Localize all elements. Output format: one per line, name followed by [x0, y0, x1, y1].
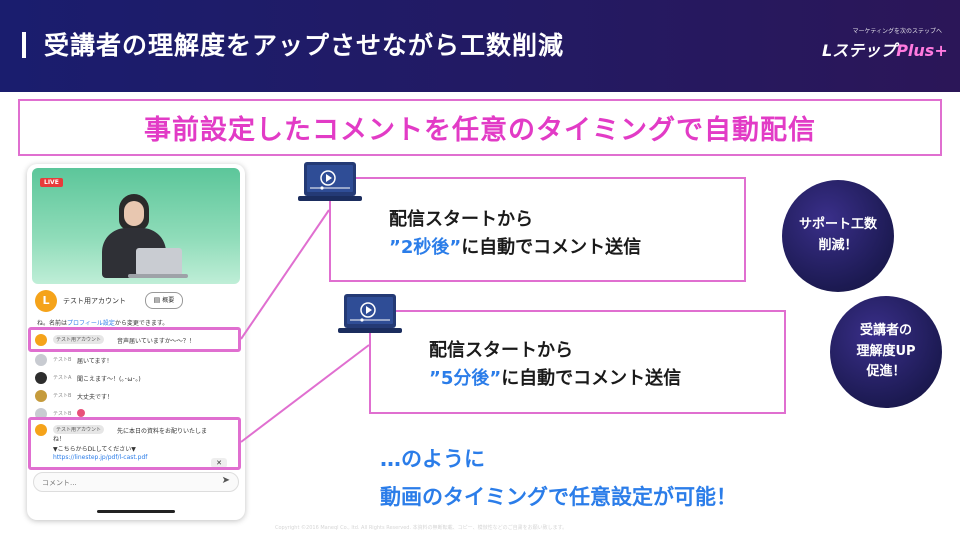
- callout-line2: ”5分後”に自動でコメント送信: [429, 364, 681, 390]
- commenter-avatar: [35, 334, 47, 346]
- commenter-name: テスト用アカウント: [53, 335, 105, 344]
- commenter-name: テストB: [53, 393, 72, 399]
- callout-line2: ”2秒後”に自動でコメント送信: [389, 233, 641, 259]
- summary-line1: …のように: [380, 447, 485, 471]
- commenter-name: テスト用アカウント: [53, 425, 105, 434]
- laptop-base: [128, 274, 188, 278]
- summary-text: …のように 動画のタイミングで任意設定が可能！: [380, 440, 737, 516]
- connector-line-2: [240, 344, 370, 443]
- close-icon[interactable]: ✕: [211, 458, 227, 468]
- document-icon: ▤: [153, 296, 161, 304]
- commenter-avatar: [35, 354, 47, 366]
- callout-timing: ”5分後”: [429, 368, 502, 389]
- live-badge: LIVE: [40, 178, 63, 187]
- overview-button[interactable]: ▤概要: [145, 292, 183, 309]
- account-avatar: L: [35, 290, 57, 312]
- scheduled-comment-line3: ▼こちらからDLしてください▼: [53, 446, 136, 453]
- callout-5min: 配信スタートから ”5分後”に自動でコメント送信: [369, 310, 786, 414]
- commenter-avatar: [35, 372, 47, 384]
- bubble-line1: 受講者の: [859, 322, 912, 338]
- benefit-bubble-support: サポート工数 削減！: [782, 180, 894, 292]
- profile-notice: ね。名前はプロフィール設定から変更できます。: [37, 318, 168, 327]
- emoji-sticker-icon: [77, 409, 85, 417]
- phone-mockup: LIVE L テスト用アカウント ▤概要 ね。名前はプロフィール設定から変更でき…: [27, 164, 245, 520]
- logo-plus: Plus+: [896, 41, 948, 60]
- profile-settings-link[interactable]: プロフィール設定: [67, 320, 115, 327]
- callout-line1: 配信スタートから: [389, 209, 533, 230]
- feature-banner: 事前設定したコメントを任意のタイミングで自動配信: [18, 99, 942, 156]
- send-icon[interactable]: ➤: [221, 475, 230, 486]
- copyright-notice: Copyright ©2016 Maneql Co., ltd. All Rig…: [275, 525, 568, 531]
- banner-text: 事前設定したコメントを任意のタイミングで自動配信: [144, 115, 816, 146]
- comment-text: 音声届いていますか〜〜？！: [117, 338, 195, 345]
- highlight-comment-2sec: [28, 327, 241, 352]
- comment-text: 届いてます！: [77, 358, 113, 365]
- comment-input-bar: ➤: [33, 472, 239, 492]
- video-player-icon: [338, 294, 402, 333]
- commenter-avatar: [35, 424, 47, 436]
- callout-line1: 配信スタートから: [429, 340, 573, 361]
- live-video-player[interactable]: LIVE: [32, 168, 240, 284]
- lstep-plus-logo: マーケティングを次のステップへ LステップPlus+: [822, 26, 948, 66]
- logo-wordmark: LステップPlus+: [822, 37, 948, 61]
- header-accent-bar: [22, 32, 26, 58]
- logo-tagline: マーケティングを次のステップへ: [852, 28, 942, 35]
- highlight-comment-5min: [28, 417, 241, 470]
- notice-prefix: ね。名前は: [37, 320, 68, 327]
- callout-2sec: 配信スタートから ”2秒後”に自動でコメント送信: [329, 177, 746, 282]
- connector-line-1: [240, 209, 330, 340]
- presenter-face: [124, 201, 144, 226]
- summary-line2: 動画のタイミングで任意設定が可能！: [380, 485, 737, 509]
- bubble-line2: 削減！: [818, 238, 858, 253]
- callout-rest: に自動でコメント送信: [461, 237, 642, 258]
- scheduled-comment-line2: ね！: [53, 436, 66, 443]
- scheduled-comment-link[interactable]: https://linestep.jp/pdf/l-cast.pdf: [53, 454, 148, 461]
- video-player-icon: [298, 162, 362, 201]
- logo-name: Lステップ: [822, 41, 897, 60]
- callout-rest: に自動でコメント送信: [501, 368, 682, 389]
- laptop-icon: [136, 248, 182, 276]
- bubble-line2: 理解度UP: [856, 343, 916, 359]
- page-title: 受講者の理解度をアップさせながら工数削減: [44, 31, 565, 60]
- header: 受講者の理解度をアップさせながら工数削減 マーケティングを次のステップへ Lステ…: [0, 0, 960, 92]
- commenter-name: テストA: [53, 375, 72, 381]
- profile-row: L テスト用アカウント ▤概要: [33, 288, 239, 314]
- profile-name: テスト用アカウント: [63, 297, 126, 305]
- comment-text: 聞こえます〜！(｡･ω･｡): [77, 376, 141, 383]
- bubble-line1: サポート工数: [798, 217, 877, 233]
- overview-button-label: 概要: [162, 297, 175, 304]
- callout-timing: ”2秒後”: [389, 237, 462, 258]
- bubble-line3: 促進！: [866, 364, 906, 380]
- scheduled-comment-line1: 先に本日の資料をお配りいたしま: [117, 428, 208, 435]
- benefit-bubble-understanding: 受講者の 理解度UP 促進！: [830, 296, 942, 408]
- commenter-name: テストB: [53, 411, 72, 417]
- notice-suffix: から変更できます。: [114, 320, 169, 327]
- comment-text: 大丈夫です！: [77, 394, 114, 401]
- comment-input[interactable]: [42, 476, 202, 489]
- home-indicator: [97, 510, 175, 513]
- commenter-avatar: [35, 390, 47, 402]
- commenter-name: テストB: [53, 357, 72, 363]
